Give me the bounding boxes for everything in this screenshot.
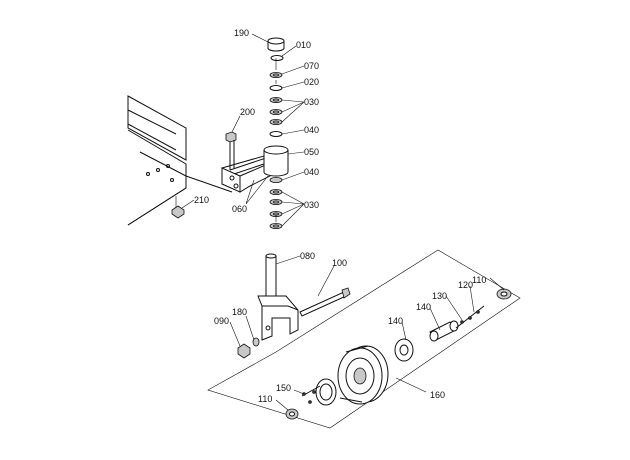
label-090: 090: [214, 316, 229, 326]
mower-deck-frame: [127, 95, 233, 226]
nut-090-washer-180: [237, 337, 260, 359]
label-010: 010: [296, 40, 311, 50]
label-040-lower: 040: [304, 167, 319, 177]
label-040-upper: 040: [304, 125, 319, 135]
label-140-right: 140: [416, 302, 431, 312]
label-150: 150: [276, 383, 291, 393]
wheel-160: [315, 338, 414, 406]
label-210: 210: [194, 195, 209, 205]
nut-210: [171, 196, 185, 219]
label-110-right: 110: [472, 275, 486, 285]
cap-110-right: [496, 288, 512, 300]
label-100: 100: [332, 258, 347, 268]
bearing-140: [429, 320, 459, 342]
label-020: 020: [304, 77, 319, 87]
label-060: 060: [232, 204, 247, 214]
label-110-left: 110: [258, 394, 272, 404]
label-180: 180: [232, 307, 247, 317]
bolts-150: [301, 385, 321, 404]
label-200: 200: [240, 107, 255, 117]
part-labels: 190 010 070 020 030 040 200 050 040 060 …: [194, 28, 486, 404]
bolts-130-120: [455, 305, 485, 329]
label-030-upper: 030: [304, 97, 319, 107]
label-130: 130: [432, 291, 447, 301]
label-070: 070: [304, 61, 319, 71]
label-030-lower: 030: [304, 200, 319, 210]
label-160: 160: [430, 390, 445, 400]
caster-stack: [263, 37, 289, 229]
label-080: 080: [300, 251, 315, 261]
label-050: 050: [304, 147, 319, 157]
bolt-200: [225, 131, 237, 170]
axle-bolt-100: [299, 287, 351, 317]
leader-lines: [181, 33, 505, 411]
caster-fork-080: [257, 253, 299, 341]
label-120: 120: [458, 280, 473, 290]
cap-110-left: [285, 408, 299, 420]
label-140-left: 140: [388, 316, 403, 326]
wheel-assembly-outline: [207, 249, 521, 429]
label-190: 190: [234, 28, 249, 38]
